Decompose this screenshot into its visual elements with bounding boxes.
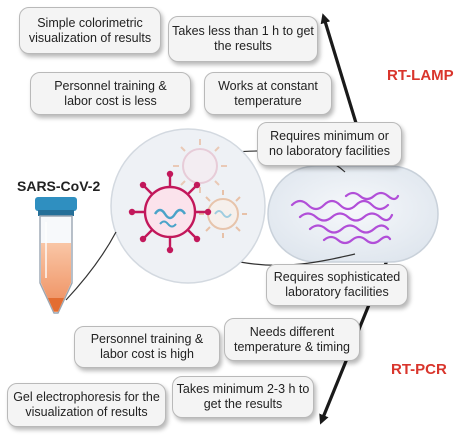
pcr-cost-line-1: Personnel training & [90,332,204,346]
lamp-cost-line-1: Personnel training & [54,78,167,93]
connector-line-bottom [239,253,356,266]
pcr-temperature-line-2: temperature & timing [233,339,351,354]
lamp-time-line-1: Takes less than 1 h to get [172,24,314,38]
pcr-time-box: Takes minimum 2-3 h to get the results [172,376,314,418]
lamp-temperature-line-2: temperature [234,93,302,108]
rna-lens [267,165,439,263]
lamp-time-box: Takes less than 1 h to get the results [168,16,318,62]
pcr-facilities-box: Requires sophisticated laboratory facili… [266,264,408,306]
lamp-facilities-line-2: no laboratory facilities [269,144,390,158]
lamp-facilities-line-1: Requires minimum or [270,129,389,143]
pcr-time-line-1: Takes minimum 2-3 h to [176,382,310,396]
sample-tube-icon [35,197,77,314]
lamp-time-line-2: the results [214,39,272,53]
virus-icon-faint-top [173,139,227,193]
lamp-cost-line-2: labor cost is less [64,93,157,108]
connector-line-tube [65,231,117,301]
pcr-facilities-line-2: laboratory facilities [285,285,389,299]
pcr-temperature-line-1: Needs different [249,324,335,339]
rna-strands-icon [290,191,400,245]
pcr-gel-line-2: visualization of results [25,405,148,419]
pcr-facilities-line-1: Requires sophisticated [273,270,401,284]
lamp-facilities-box: Requires minimum or no laboratory facili… [257,122,402,166]
lamp-temperature-line-1: Works at constant [218,78,318,93]
lamp-colorimetric-box: Simple colorimetric visualization of res… [19,7,161,54]
pcr-time-line-2: get the results [203,397,283,411]
virus-icon-faint-right [199,190,247,238]
pcr-gel-box: Gel electrophoresis for the visualizatio… [7,383,166,427]
lamp-colorimetric-line-1: Simple colorimetric [37,15,143,30]
sars-cov-2-label: SARS-CoV-2 [17,178,101,194]
pcr-gel-line-1: Gel electrophoresis for the [13,390,160,404]
virus-icon [128,170,212,254]
lamp-temperature-box: Works at constant temperature [204,72,332,115]
lamp-cost-box: Personnel training & labor cost is less [30,72,191,115]
lamp-colorimetric-line-2: visualization of results [28,30,152,45]
pcr-cost-line-2: labor cost is high [100,347,194,361]
rt-pcr-label: RT-PCR [391,361,447,378]
rt-lamp-label: RT-LAMP [387,67,454,84]
pcr-temperature-box: Needs different temperature & timing [224,318,360,361]
pcr-cost-box: Personnel training & labor cost is high [74,326,220,368]
